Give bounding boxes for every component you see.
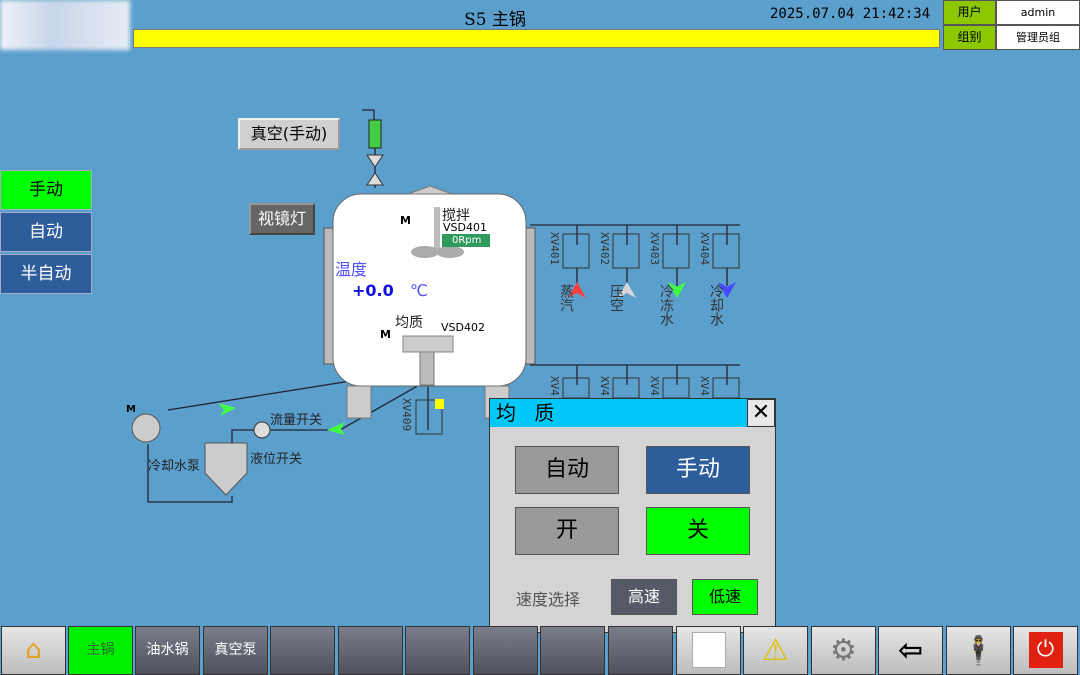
home-icon: ⌂ xyxy=(25,635,42,665)
valve-bottom-3[interactable]: XV4 xyxy=(648,376,661,396)
level-switch-label: 液位开关 xyxy=(250,452,303,467)
temperature-value: +0.0 xyxy=(352,281,394,300)
valve-xv409[interactable]: XV409 xyxy=(400,398,413,432)
mode-auto-button[interactable]: 自动 xyxy=(0,212,92,252)
user-label: 用户 xyxy=(943,0,996,25)
user-button[interactable]: 🕴 xyxy=(946,626,1011,675)
pump-label: 冷却水泵 xyxy=(148,459,201,474)
sight-lamp-button[interactable]: 视镜灯 xyxy=(249,203,315,235)
group-label: 组别 xyxy=(943,25,996,50)
tab-vacuum-pump[interactable]: 真空泵 xyxy=(203,626,268,675)
stir-label: 搅拌 xyxy=(442,208,470,224)
manual-button[interactable]: 手动 xyxy=(646,446,750,494)
valve-xv403[interactable]: XV403 xyxy=(648,232,661,266)
medium-steam: 蒸汽 xyxy=(558,284,574,312)
notepad-button[interactable] xyxy=(676,626,741,675)
page-title: S5 主锅 xyxy=(464,10,526,30)
power-icon: ⏻ xyxy=(1028,632,1063,668)
settings-button[interactable]: ⚙ xyxy=(811,626,876,675)
medium-chilled-water: 冷冻水 xyxy=(658,284,674,326)
power-button[interactable]: ⏻ xyxy=(1013,626,1078,675)
tab-empty-1[interactable] xyxy=(270,626,335,675)
warning-icon: ⚠ xyxy=(762,633,789,668)
homog-motor-label: M xyxy=(380,328,391,341)
temperature-label: 温度 xyxy=(335,260,368,279)
valve-bottom-2[interactable]: XV4 xyxy=(598,376,611,396)
tab-empty-6[interactable] xyxy=(608,626,673,675)
valve-bottom-4[interactable]: XV4 xyxy=(698,376,711,396)
high-speed-button[interactable]: 高速 xyxy=(611,579,677,615)
notepad-icon xyxy=(691,632,726,668)
off-button[interactable]: 关 xyxy=(646,507,750,555)
tab-empty-4[interactable] xyxy=(473,626,538,675)
tab-oil-water-pot[interactable]: 油水锅 xyxy=(135,626,200,675)
valve-xv402[interactable]: XV402 xyxy=(598,232,611,266)
tab-main-pot[interactable]: 主锅 xyxy=(68,626,133,675)
stir-speed: 0Rpm xyxy=(452,235,482,246)
speed-select-label: 速度选择 xyxy=(516,590,581,609)
homogenizer-label: 均质 xyxy=(395,315,423,331)
stir-motor-label: M xyxy=(400,214,411,227)
user-icon: 🕴 xyxy=(961,634,996,667)
mode-manual-button[interactable]: 手动 xyxy=(0,170,92,210)
valve-xv404[interactable]: XV404 xyxy=(698,232,711,266)
dialog-title: 均 质 xyxy=(490,399,775,427)
valve-bottom-1[interactable]: XV4 xyxy=(548,376,561,396)
datetime: 2025.07.04 21:42:34 xyxy=(770,6,931,22)
low-speed-button[interactable]: 低速 xyxy=(692,579,758,615)
logout-button[interactable]: ⇦ xyxy=(878,626,943,675)
medium-cooling-water: 冷却水 xyxy=(708,284,724,326)
group-value: 管理员组 xyxy=(996,25,1080,50)
company-logo xyxy=(0,0,130,50)
tab-empty-3[interactable] xyxy=(405,626,470,675)
alarm-bar xyxy=(133,29,940,48)
home-button[interactable]: ⌂ xyxy=(1,626,66,675)
auto-button[interactable]: 自动 xyxy=(515,446,619,494)
alarm-button[interactable]: ⚠ xyxy=(743,626,808,675)
vacuum-manual-button[interactable]: 真空(手动) xyxy=(238,118,340,150)
temperature-unit: ℃ xyxy=(410,281,428,300)
on-button[interactable]: 开 xyxy=(515,507,619,555)
gear-icon: ⚙ xyxy=(830,633,857,668)
valve-xv401[interactable]: XV401 xyxy=(548,232,561,266)
pump-motor-label: M xyxy=(126,404,136,415)
close-icon[interactable]: ✕ xyxy=(747,399,775,427)
logout-icon: ⇦ xyxy=(897,633,924,668)
mode-semiauto-button[interactable]: 半自动 xyxy=(0,254,92,294)
homogenizer-dialog: 均 质 ✕ 自动 手动 开 关 速度选择 高速 低速 xyxy=(489,398,776,633)
stir-vsd: VSD401 xyxy=(443,221,487,234)
tab-empty-2[interactable] xyxy=(338,626,403,675)
flow-switch-label: 流量开关 xyxy=(270,413,323,428)
user-value: admin xyxy=(996,0,1080,25)
tab-empty-5[interactable] xyxy=(540,626,605,675)
homogenizer-vsd: VSD402 xyxy=(441,321,485,334)
medium-air: 压空 xyxy=(608,284,624,312)
